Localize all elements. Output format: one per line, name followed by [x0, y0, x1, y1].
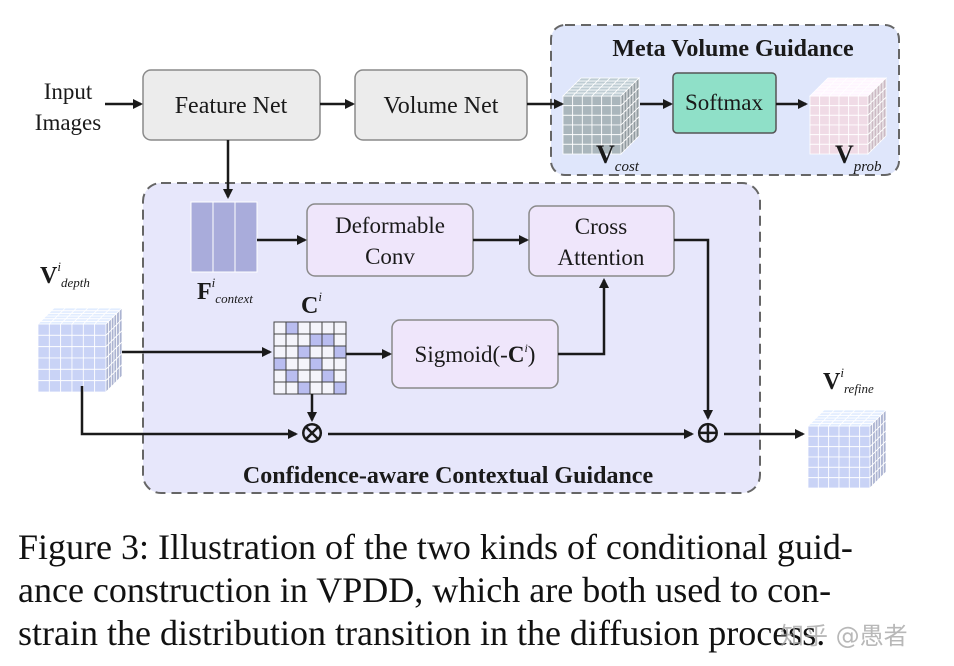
c-confidence-label: Ci	[301, 289, 322, 319]
feature-net-label: Feature Net	[175, 93, 288, 119]
confidence-guidance-title: Confidence-aware Contextual Guidance	[243, 463, 654, 489]
confidence-map-grid	[273, 321, 347, 395]
add-operator: ⊕	[695, 414, 722, 450]
cross-attention-label-line2: Attention	[558, 245, 645, 270]
figure-caption: Figure 3: Illustration of the two kinds …	[18, 526, 943, 655]
v-refine-cube	[807, 409, 887, 489]
watermark: 知乎 @愚者	[780, 622, 908, 650]
connector-arrows	[80, 99, 808, 439]
v-depth-label: Videpth	[40, 259, 90, 290]
v-prob-cube	[809, 77, 887, 155]
caption-line-3: strain the distribution transition in th…	[18, 613, 826, 653]
v-refine-label: Virefine	[823, 365, 874, 396]
deformable-conv-label-line1: Deformable	[335, 213, 445, 238]
v-depth-cube	[37, 307, 123, 393]
caption-line-1: Figure 3: Illustration of the two kinds …	[18, 527, 853, 567]
f-context-label: Ficontext	[197, 275, 253, 306]
cross-attention-label-line1: Cross	[575, 214, 627, 239]
v-cost-cube	[562, 77, 640, 155]
sigmoid-label: Sigmoid(-Ci)	[415, 341, 536, 367]
meta-volume-guidance-title: Meta Volume Guidance	[612, 36, 854, 62]
volume-net-label: Volume Net	[384, 93, 499, 119]
v-prob-label: Vprob	[835, 140, 882, 175]
f-context-feature-bars	[190, 201, 258, 273]
caption-line-2: ance construction in VPDD, which are bot…	[18, 570, 832, 610]
input-images-label-line1: Input	[44, 79, 93, 104]
v-cost-label: Vcost	[596, 140, 640, 175]
architecture-diagram: Meta Volume Guidance Confidence-aware Co…	[35, 24, 900, 494]
deformable-conv-label-line2: Conv	[365, 244, 415, 269]
input-images-label-line2: Images	[35, 110, 101, 135]
softmax-label: Softmax	[685, 90, 763, 115]
